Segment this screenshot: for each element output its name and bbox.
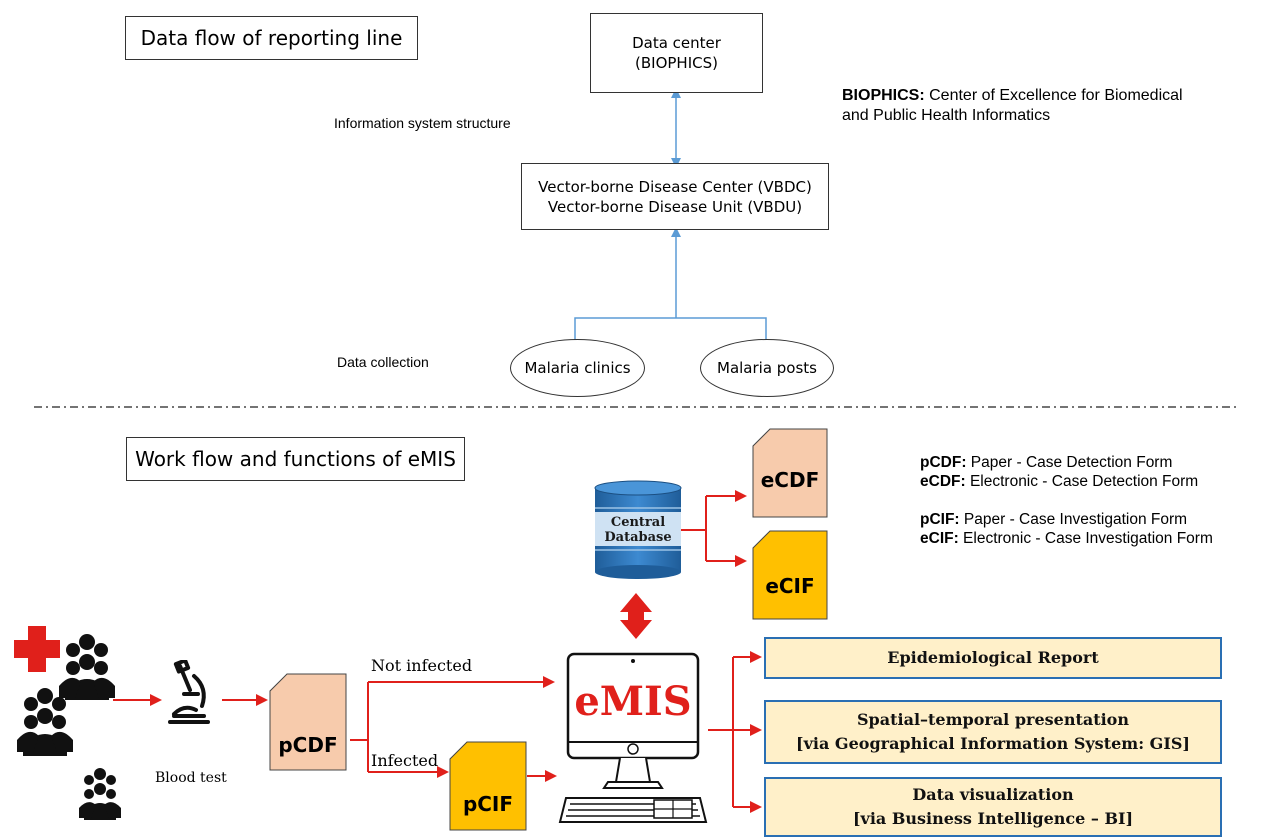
malaria-clinics-node: Malaria clinics: [510, 339, 645, 397]
db-emis-double-arrow: [620, 593, 652, 639]
ecif-label: eCIF: [765, 574, 815, 598]
emis-workflow-title-box: Work flow and functions of eMIS: [126, 437, 465, 481]
legend-ecif-def: Electronic - Case Investigation Form: [958, 530, 1213, 547]
data-visualization-label: Data visualization: [912, 785, 1074, 804]
legend-ecif-term: eCIF:: [920, 530, 959, 547]
people-groups-icon: [17, 634, 121, 820]
epi-report-label: Epidemiological Report: [887, 648, 1099, 667]
data-center-label: Data center: [632, 34, 721, 52]
pcdf-document: pCDF: [269, 673, 347, 771]
ecdf-doc-icon: [752, 428, 828, 518]
legend-ecdf-def: Electronic - Case Detection Form: [965, 473, 1199, 490]
people-group-top: [59, 634, 115, 700]
vbdc-box: Vector-borne Disease Center (VBDC) Vecto…: [521, 163, 829, 230]
people-group-middle: [17, 688, 73, 756]
spatial-temporal-box: Spatial–temporal presentation [via Geogr…: [764, 700, 1222, 764]
legend-pcdf-term: pCDF:: [920, 454, 967, 471]
pcdf-doc-icon: [269, 673, 347, 771]
emis-label: eMIS: [574, 678, 692, 725]
emis-computer: eMIS: [558, 652, 708, 824]
ecdf-label: eCDF: [760, 468, 820, 492]
pcdf-label: pCDF: [278, 733, 338, 757]
legend-pcdf: pCDF: Paper - Case Detection Form: [920, 453, 1272, 472]
data-visualization-box: Data visualization [via Business Intelli…: [764, 777, 1222, 837]
malaria-posts-label: Malaria posts: [717, 359, 817, 377]
malaria-posts-node: Malaria posts: [700, 339, 834, 397]
blood-test-label: Blood test: [155, 770, 227, 786]
microscope-icon: [168, 660, 210, 724]
biophics-def-1: Center of Excellence for Biomedical: [924, 87, 1183, 104]
vbdc-label: Vector-borne Disease Center (VBDC): [538, 177, 812, 196]
legend-pcif-def: Paper - Case Investigation Form: [959, 511, 1188, 528]
ecif-document: eCIF: [752, 530, 828, 620]
pcif-label: pCIF: [462, 792, 514, 816]
epi-report-box: Epidemiological Report: [764, 637, 1222, 679]
data-visualization-sublabel: [via Business Intelligence – BI]: [852, 809, 1134, 828]
biophics-def-2: and Public Health Informatics: [842, 107, 1051, 124]
reporting-line-title: Data flow of reporting line: [140, 26, 403, 50]
data-center-box: Data center (BIOPHICS): [590, 13, 763, 93]
data-center-sublabel: (BIOPHICS): [635, 54, 718, 72]
vbdu-label: Vector-borne Disease Unit (VBDU): [547, 197, 803, 216]
info-system-label: Information system structure: [334, 115, 511, 131]
people-group-bottom: [79, 768, 121, 820]
legend-ecdf: eCDF: Electronic - Case Detection Form: [920, 472, 1272, 491]
computer-icon: [558, 652, 708, 823]
spatial-temporal-sublabel: [via Geographical Information System: GI…: [796, 734, 1190, 753]
spatial-temporal-label: Spatial–temporal presentation: [857, 710, 1129, 729]
legend-ecif: eCIF: Electronic - Case Investigation Fo…: [920, 529, 1272, 548]
pcif-document: pCIF: [449, 741, 527, 831]
legend-pcif: pCIF: Paper - Case Investigation Form: [920, 510, 1272, 529]
malaria-clinics-label: Malaria clinics: [524, 359, 631, 377]
central-database: Central Database: [593, 480, 683, 580]
data-collection-label: Data collection: [337, 354, 429, 370]
biophics-legend: BIOPHICS: Center of Excellence for Biome…: [842, 86, 1262, 126]
legend-pcdf-def: Paper - Case Detection Form: [966, 454, 1173, 471]
legend-pcif-term: pCIF:: [920, 511, 960, 528]
pcif-doc-icon: [449, 741, 527, 831]
collection-branch-connector: [574, 317, 767, 340]
infected-label: Infected: [371, 751, 439, 770]
red-cross-icon: [14, 626, 60, 672]
emis-workflow-title: Work flow and functions of eMIS: [135, 447, 456, 471]
database-icon: [594, 480, 682, 579]
reporting-line-title-box: Data flow of reporting line: [125, 16, 418, 60]
not-infected-label: Not infected: [371, 656, 473, 675]
database-label-1: Central: [610, 515, 666, 530]
biophics-term: BIOPHICS:: [842, 87, 925, 104]
ecif-doc-icon: [752, 530, 828, 620]
legend-ecdf-term: eCDF:: [920, 473, 966, 490]
form-legend: pCDF: Paper - Case Detection Form eCDF: …: [920, 453, 1272, 548]
ecdf-document: eCDF: [752, 428, 828, 518]
database-label-2: Database: [604, 530, 672, 545]
